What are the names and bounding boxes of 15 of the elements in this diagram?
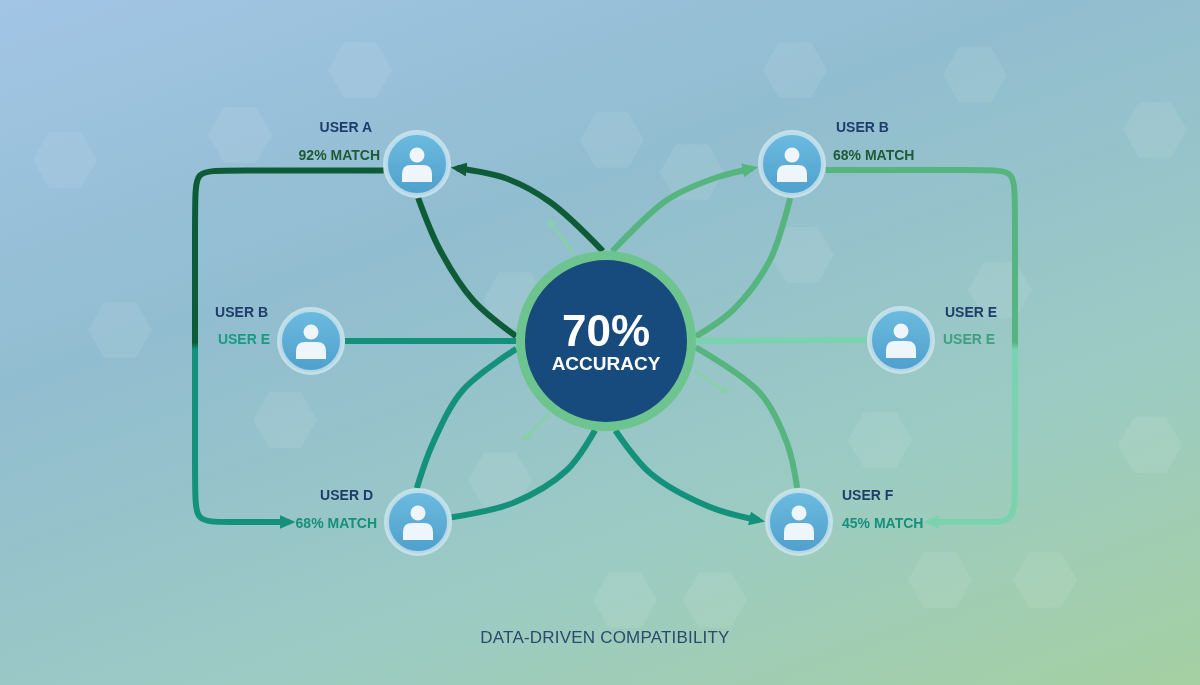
user-label: USER A xyxy=(319,119,372,135)
user-label: USER D xyxy=(320,487,373,503)
match-label: 45% MATCH xyxy=(842,515,924,531)
accuracy-label: ACCURACY xyxy=(551,354,661,375)
percentage-value: 70% xyxy=(561,307,651,355)
user-label: USER F xyxy=(842,487,894,503)
user-label: USER B xyxy=(215,304,268,320)
user-label: USER E xyxy=(943,331,996,347)
match-label: 68% MATCH xyxy=(295,515,377,531)
match-label: 68% MATCH xyxy=(833,147,915,163)
user-label: USER E xyxy=(945,304,998,320)
match-label: 92% MATCH xyxy=(298,147,380,163)
user-label: USER E xyxy=(217,331,270,347)
caption: DATA-DRIVEN COMPATIBILITY xyxy=(480,628,730,648)
user-label: USER B xyxy=(836,119,889,135)
